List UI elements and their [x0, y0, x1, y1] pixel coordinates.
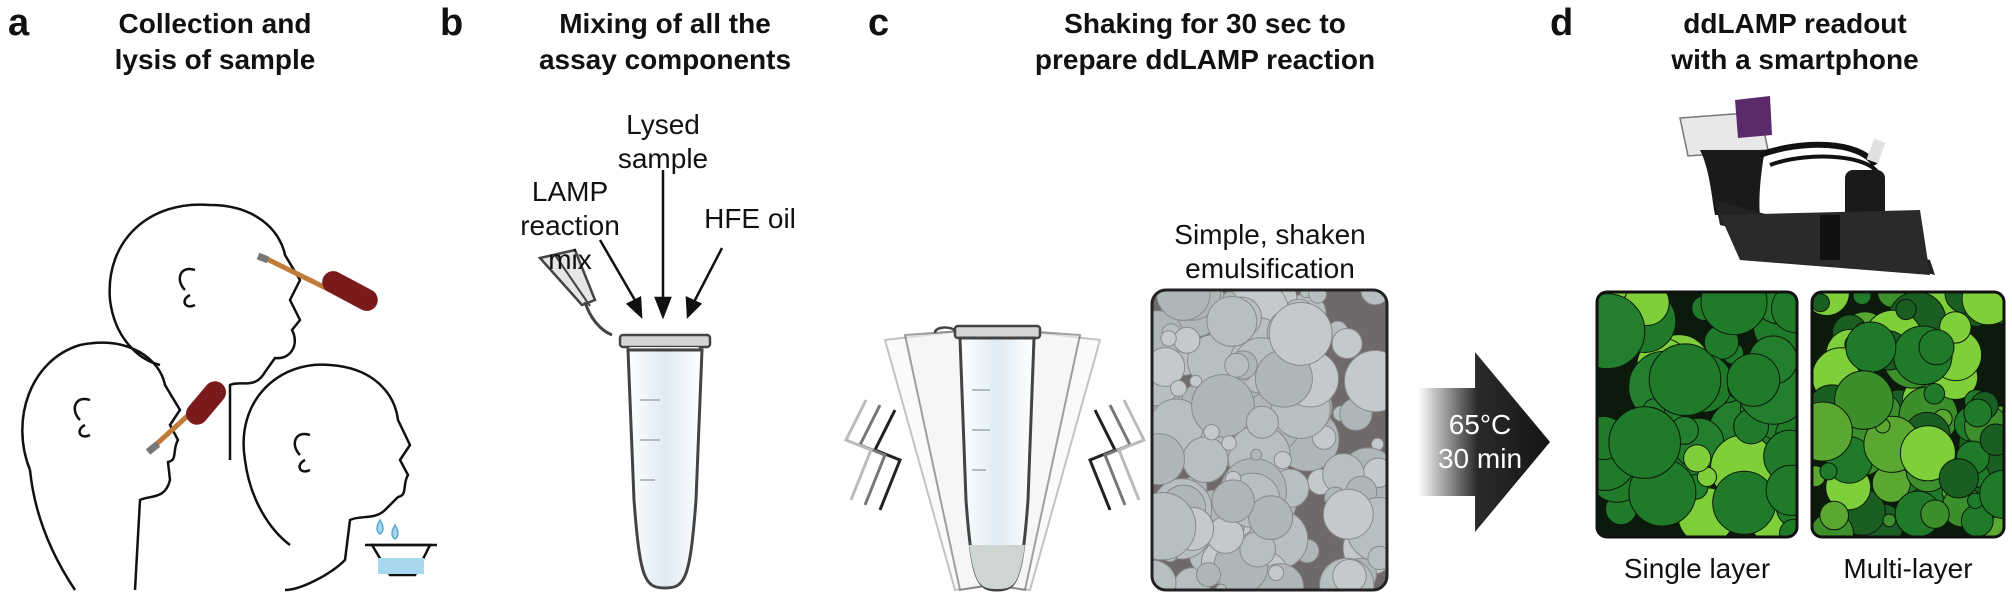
panel-title-c: Shaking for 30 sec to prepare ddLAMP rea… [1034, 8, 1376, 75]
swab-tip-nose [256, 252, 270, 264]
incubation-arrow [1418, 352, 1550, 532]
droplet [1979, 423, 2004, 456]
panel-title-a: Collection and lysis of sample [114, 8, 316, 75]
droplet [1191, 374, 1255, 438]
spit-drop-1 [376, 518, 384, 535]
swab-stick-nose [263, 255, 332, 293]
shake-motion-lines [843, 399, 1147, 511]
droplet [1248, 495, 1294, 540]
spit-drop-2 [391, 523, 399, 540]
droplet [1812, 293, 1830, 313]
droplet [1918, 329, 1955, 366]
emulsion-image [1150, 288, 1389, 592]
droplet [1182, 436, 1229, 483]
smartphone-reader-icon [1679, 96, 1935, 275]
microtube-icon [537, 248, 712, 590]
face-swab-nose-icon [108, 203, 302, 460]
droplet [1895, 298, 1917, 321]
droplet [1170, 379, 1187, 397]
droplet [1224, 352, 1250, 378]
droplet [1882, 513, 1897, 528]
droplet [1845, 321, 1897, 373]
droplet [1938, 458, 1979, 499]
multi-layer-image [1810, 290, 2006, 539]
droplet [1648, 343, 1722, 417]
droplet [1963, 398, 1993, 428]
droplet [1173, 326, 1201, 354]
swab-handle-mouth [186, 381, 226, 425]
droplet [1712, 470, 1777, 535]
label-multi-layer: Multi-layer [1843, 553, 1973, 584]
swab-handle-nose [322, 271, 378, 311]
droplet [1819, 500, 1849, 531]
droplet [1834, 370, 1894, 430]
label-incubation: 65°C 30 min [1437, 409, 1523, 474]
droplet [1211, 479, 1255, 523]
droplet [1203, 424, 1220, 441]
droplet [1322, 488, 1374, 540]
droplet [1726, 353, 1781, 407]
droplet [1245, 405, 1279, 439]
spit-liquid [378, 558, 424, 574]
droplet [1221, 435, 1237, 451]
panel-title-b: Mixing of all the assay components [538, 8, 792, 75]
face-swab-mouth-icon [21, 341, 182, 591]
label-hfe-oil: HFE oil [704, 203, 796, 234]
droplet [1852, 292, 1872, 306]
panel-letter-d: d [1550, 2, 1574, 44]
swab-tip-mouth [145, 441, 161, 455]
droplet [1152, 433, 1185, 486]
shaking-tube-icon [883, 324, 1102, 592]
panel-letter-c: c [868, 2, 890, 44]
droplet [1308, 290, 1327, 304]
droplet [1700, 292, 1768, 336]
droplet [1331, 328, 1363, 359]
droplet [1597, 293, 1646, 370]
droplet [1683, 444, 1712, 473]
input-arrows [598, 170, 724, 320]
droplet [1196, 562, 1221, 588]
droplet [1160, 330, 1177, 347]
droplet [1765, 464, 1797, 516]
droplet [1367, 545, 1387, 571]
panel-title-d: ddLAMP readout with a smartphone [1671, 8, 1919, 75]
droplet [1961, 292, 2004, 326]
droplet [1152, 347, 1186, 387]
droplet [1920, 499, 1950, 529]
label-single-layer: Single layer [1623, 553, 1771, 584]
droplet [1189, 374, 1203, 388]
label-lysed-sample: Lysed sample [617, 109, 709, 174]
droplet [1152, 492, 1197, 561]
droplet [1332, 559, 1367, 590]
droplet [1250, 448, 1263, 461]
single-layer-image [1595, 290, 1799, 539]
panel-letter-a: a [8, 2, 30, 44]
droplet [1268, 564, 1285, 582]
droplet [1344, 350, 1387, 413]
panel-letter-b: b [440, 2, 464, 44]
droplet [1812, 401, 1853, 462]
droplet [1899, 425, 1956, 482]
droplet [1268, 302, 1333, 366]
face-spit-icon [242, 363, 437, 592]
droplet [1206, 296, 1258, 347]
droplet [1608, 406, 1681, 479]
droplet [1923, 383, 1946, 405]
droplet [1273, 451, 1292, 470]
droplet [1819, 462, 1838, 481]
label-lamp-mix: LAMP reaction mix [520, 176, 620, 275]
label-emulsification: Simple, shaken emulsification [1174, 219, 1366, 284]
